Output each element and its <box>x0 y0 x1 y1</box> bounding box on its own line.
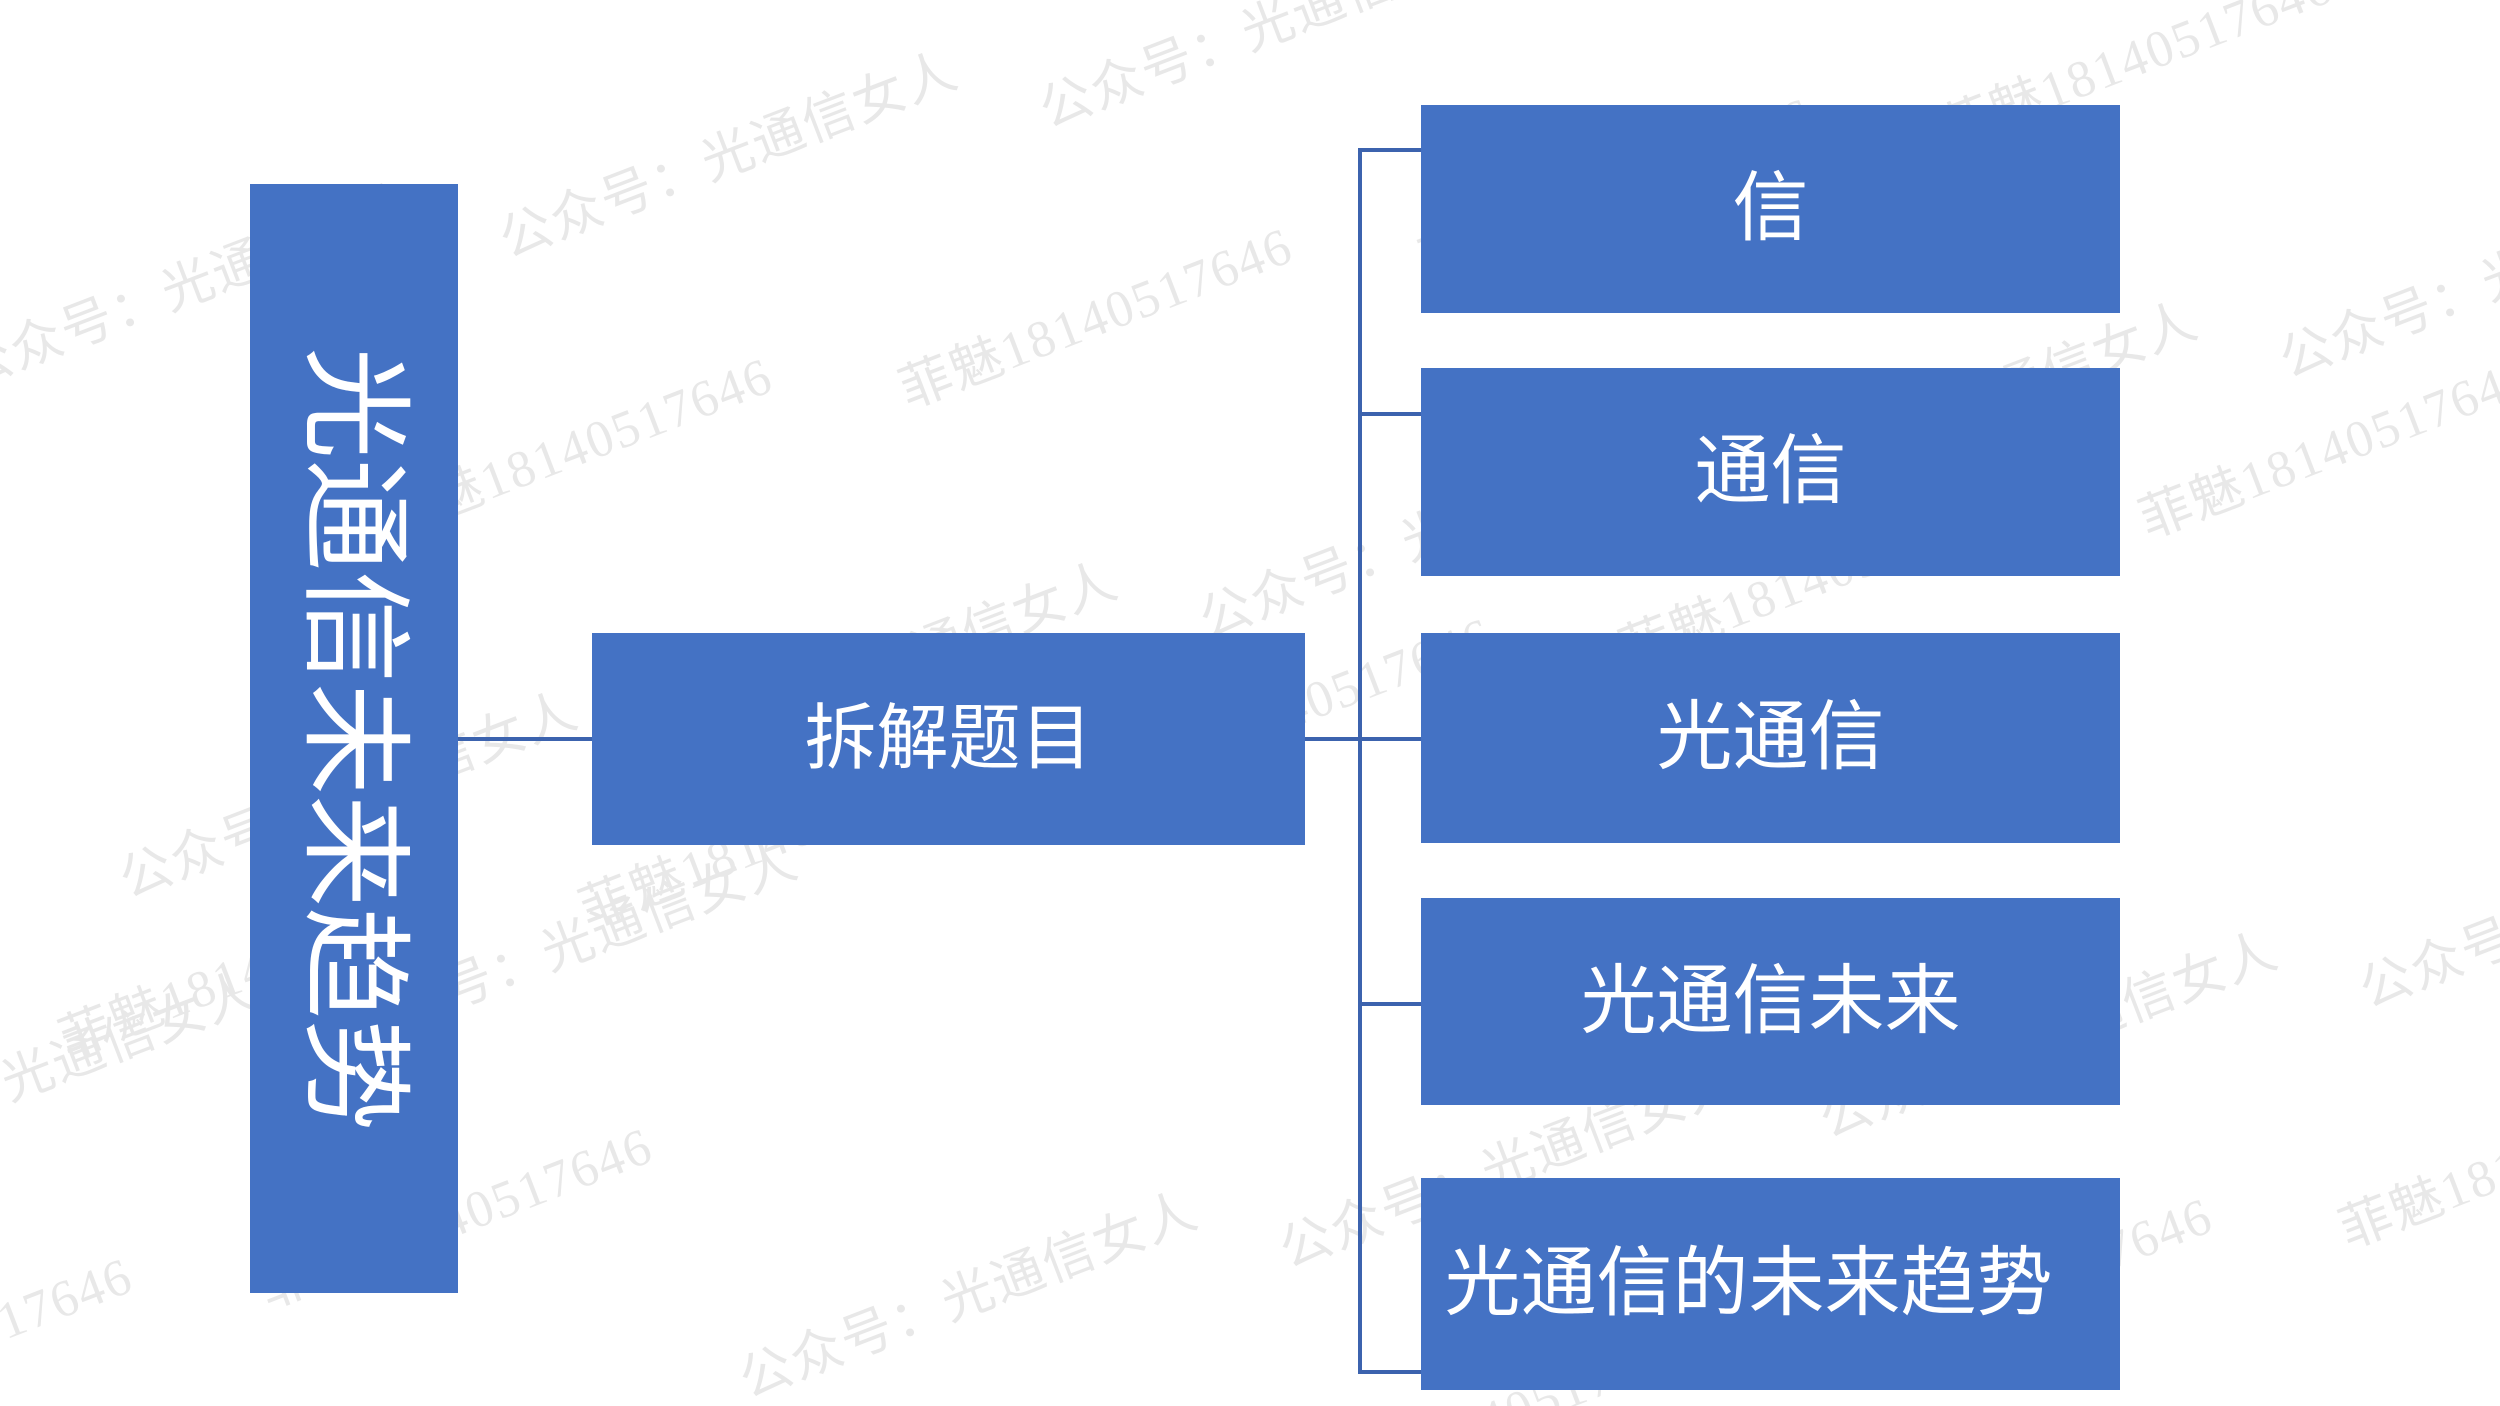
leaf-node-1[interactable]: 通信 <box>1421 368 2120 576</box>
leaf-node-2-label: 光通信 <box>1656 695 1885 780</box>
connector-trunk-to-leaf-1 <box>1358 412 1421 416</box>
connector-root-to-middle <box>458 737 592 741</box>
watermark-text: 公众号：光通信女人 <box>731 1182 1207 1406</box>
connector-trunk-to-leaf-3 <box>1358 1002 1421 1006</box>
leaf-node-4[interactable]: 光通信的未来趋势 <box>1421 1178 2120 1390</box>
connector-middle-to-trunk <box>1305 737 1362 741</box>
watermark-text: 菲魅18140517646 <box>891 217 1301 420</box>
leaf-node-0-label: 信 <box>1732 166 1809 251</box>
middle-node-label: 拆解题目 <box>804 699 1093 779</box>
watermark-text: 菲魅18140517646 <box>2131 347 2500 550</box>
leaf-node-0[interactable]: 信 <box>1421 105 2120 313</box>
leaf-node-2[interactable]: 光通信 <box>1421 633 2120 843</box>
watermark-text: 菲魅18140517646 <box>2331 1057 2500 1260</box>
leaf-node-3[interactable]: 光通信未来 <box>1421 898 2120 1105</box>
connector-trunk-to-leaf-0 <box>1358 148 1421 152</box>
connector-trunk-to-leaf-2 <box>1358 737 1421 741</box>
watermark-text: 公众号：光通信女人 <box>2271 162 2500 390</box>
connector-trunk <box>1358 148 1362 1373</box>
watermark-text: 公众号：光通信女人 <box>491 42 967 270</box>
root-node-label: 光通信未来趋势 <box>292 346 417 1131</box>
watermark-text: 公众号：光通信女人 <box>2351 792 2500 1020</box>
watermark-text: 菲魅18140517646 <box>0 1247 141 1406</box>
leaf-node-3-label: 光通信未来 <box>1580 958 1961 1044</box>
connector-trunk-to-leaf-4 <box>1358 1370 1421 1374</box>
middle-node[interactable]: 拆解题目 <box>592 633 1305 845</box>
watermark-text: 公众号：光通信女人 <box>0 962 267 1190</box>
leaf-node-4-label: 光通信的未来趋势 <box>1444 1241 2053 1326</box>
root-node[interactable]: 光通信未来趋势 <box>250 184 458 1293</box>
watermark-text: 公众号：光通信女人 <box>1567 0 2048 13</box>
leaf-node-1-label: 通信 <box>1694 429 1847 514</box>
